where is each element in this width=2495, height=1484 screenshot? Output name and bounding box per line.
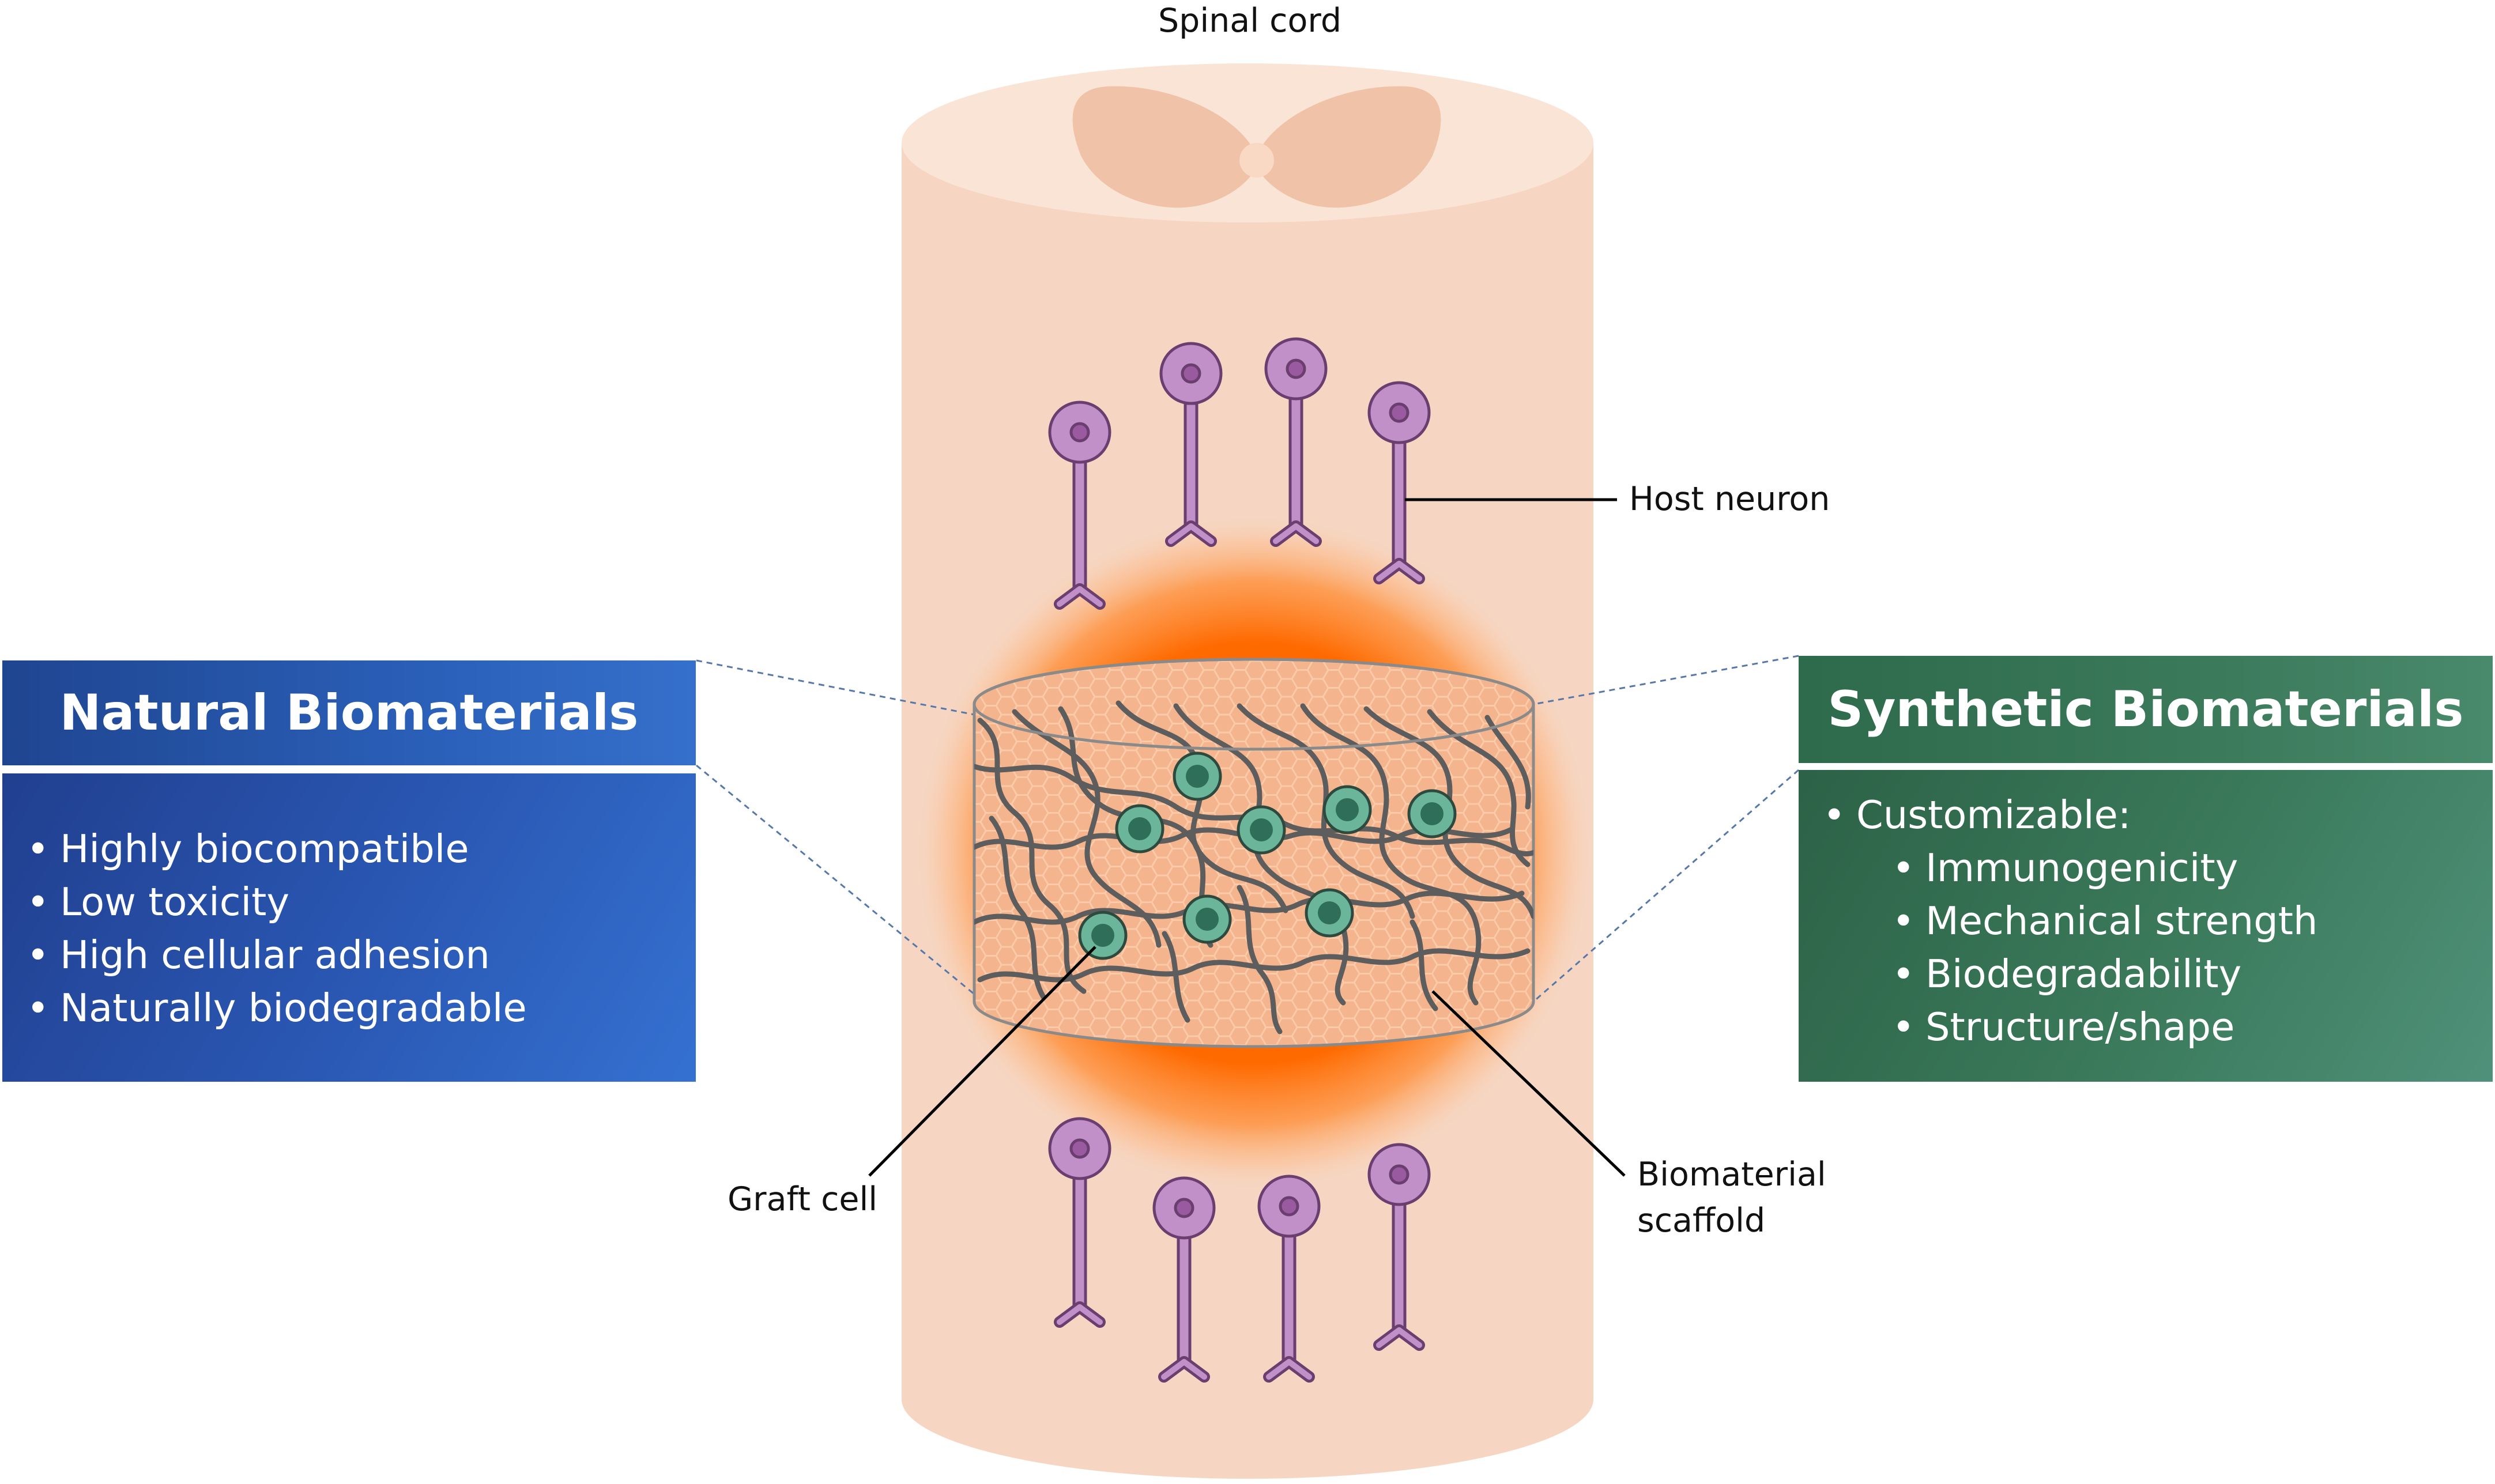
natural-biomaterials-title: Natural Biomaterials bbox=[59, 684, 639, 742]
list-item: Immunogenicity bbox=[1811, 841, 2493, 894]
list-item: Mechanical strength bbox=[1811, 894, 2493, 947]
list-item-customizable: Customizable: bbox=[1811, 788, 2493, 841]
graft-cells bbox=[1078, 752, 1457, 960]
synthetic-biomaterials-title: Synthetic Biomaterials bbox=[1827, 681, 2464, 738]
list-item: Structure/shape bbox=[1811, 1000, 2493, 1053]
scaffold-top-rim bbox=[973, 658, 1535, 751]
host-neuron bbox=[1048, 401, 1111, 610]
host-neuron bbox=[1264, 337, 1328, 547]
list-item: Biodegradability bbox=[1811, 947, 2493, 1000]
host-neuron bbox=[1152, 1176, 1216, 1383]
host-neuron bbox=[1367, 1143, 1431, 1351]
graft-cell bbox=[1305, 888, 1354, 938]
natural-biomaterials-list: Highly biocompatible Low toxicity High c… bbox=[15, 822, 696, 1034]
graft-cell bbox=[1182, 894, 1232, 944]
scaffold-leader bbox=[1431, 990, 1626, 1177]
biomaterial-scaffold-label-line2: scaffold bbox=[1637, 1202, 1765, 1240]
gray-matter-butterfly bbox=[1072, 86, 1441, 208]
connector-lines bbox=[696, 655, 1799, 1003]
host-neuron bbox=[1367, 381, 1431, 584]
graft-cell-label: Graft cell bbox=[728, 1180, 877, 1218]
host-neurons-top bbox=[1048, 337, 1431, 610]
list-item: High cellular adhesion bbox=[15, 928, 696, 981]
synthetic-biomaterials-title-box: Synthetic Biomaterials bbox=[1799, 656, 2493, 763]
graft-cell bbox=[1115, 804, 1164, 854]
natural-biomaterials-list-box: Highly biocompatible Low toxicity High c… bbox=[2, 773, 696, 1082]
graft-cell-leader bbox=[868, 946, 1096, 1177]
list-item: Low toxicity bbox=[15, 875, 696, 928]
graft-cell bbox=[1322, 785, 1372, 834]
host-neuron bbox=[1159, 342, 1223, 547]
graft-cell bbox=[1407, 789, 1457, 839]
host-neuron bbox=[1257, 1175, 1321, 1383]
biomaterial-scaffold-label-line1: Biomaterial bbox=[1637, 1156, 1826, 1194]
graft-cell bbox=[1078, 911, 1128, 960]
list-item: Naturally biodegradable bbox=[15, 981, 696, 1034]
synthetic-biomaterials-list-box: Customizable: Immunogenicity Mechanical … bbox=[1799, 770, 2493, 1082]
synthetic-biomaterials-list: Customizable: bbox=[1811, 788, 2493, 841]
graft-cell bbox=[1173, 752, 1222, 801]
host-neuron-label: Host neuron bbox=[1629, 480, 1830, 518]
host-neuron bbox=[1048, 1117, 1111, 1328]
graft-cell bbox=[1237, 805, 1286, 855]
synthetic-biomaterials-sublist: Immunogenicity Mechanical strength Biode… bbox=[1811, 841, 2493, 1053]
list-item: Highly biocompatible bbox=[15, 822, 696, 875]
leader-lines bbox=[868, 498, 1626, 1177]
natural-biomaterials-title-box: Natural Biomaterials bbox=[2, 660, 696, 765]
host-neurons-bottom bbox=[1048, 1117, 1431, 1383]
spinal-cord-label: Spinal cord bbox=[1158, 2, 1341, 40]
